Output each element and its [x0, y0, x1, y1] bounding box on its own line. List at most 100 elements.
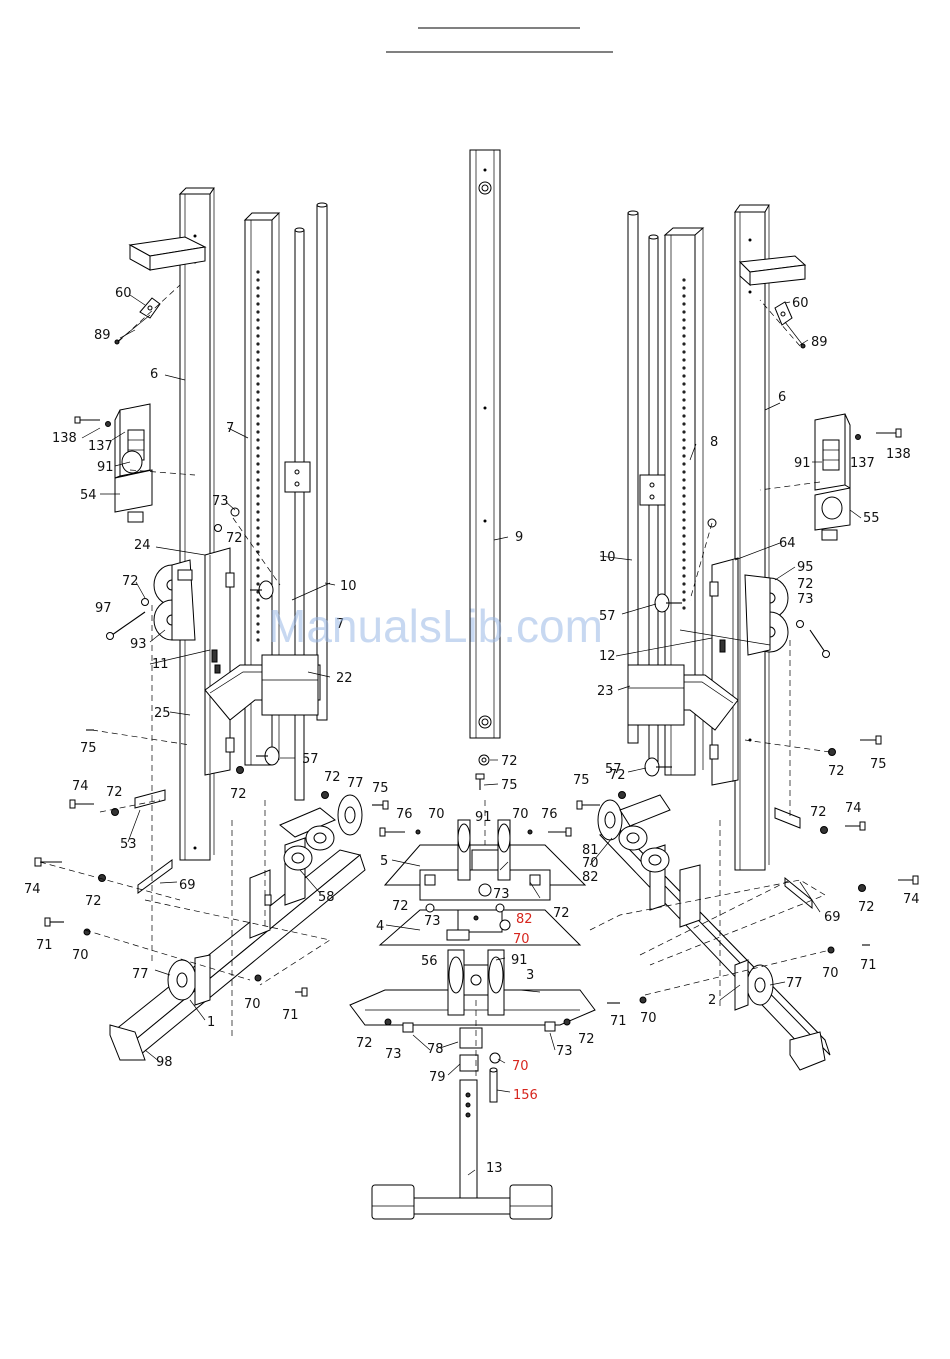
adjustment-hole [682, 358, 686, 362]
adjustment-hole [682, 486, 686, 490]
part-label: 55 [863, 511, 880, 526]
part-label: 70 [244, 997, 261, 1012]
part-label: 22 [336, 671, 353, 686]
center-plate-part-4 [378, 903, 582, 946]
part-label: 72 [324, 770, 341, 785]
part-label: 91 [511, 953, 528, 968]
part-label: 72 [609, 768, 626, 783]
left-carriage-part-11 [204, 547, 321, 776]
part-label: 72 [106, 785, 123, 800]
part-label: 72 [85, 894, 102, 909]
adjustment-hole [256, 558, 260, 562]
part-label: 77 [347, 776, 364, 791]
left-pulley-bracket-part-60 [114, 297, 161, 345]
adjustment-hole [682, 278, 686, 282]
part-label: 74 [72, 779, 89, 794]
adjustment-hole [256, 462, 260, 466]
adjustment-hole [256, 350, 260, 354]
part-label: 71 [860, 958, 877, 973]
part-label: 74 [24, 882, 41, 897]
adjustment-hole [256, 382, 260, 386]
part-label: 24 [134, 538, 151, 553]
part-label: 25 [154, 706, 171, 721]
adjustment-hole [256, 494, 260, 498]
adjustment-hole [682, 534, 686, 538]
part-label: 73 [424, 914, 441, 929]
part-label: 91 [97, 460, 114, 475]
adjustment-hole [256, 278, 260, 282]
part-label: 3 [526, 968, 534, 983]
part-label: 75 [372, 781, 389, 796]
part-label: 75 [501, 778, 518, 793]
left-assembly-guides [39, 284, 331, 1040]
part-label: 5 [380, 854, 388, 869]
part-label: 75 [573, 773, 590, 788]
part-label: 56 [421, 954, 438, 969]
part-label: 95 [797, 560, 814, 575]
part-label: 70 [513, 932, 530, 947]
part-label: 72 [810, 805, 827, 820]
part-label: 13 [486, 1161, 503, 1176]
adjustment-hole [682, 526, 686, 530]
adjustment-hole [256, 430, 260, 434]
right-base-frame-part-2 [597, 794, 831, 1071]
adjustment-hole [682, 446, 686, 450]
center-pulley-frame-part-3 [349, 949, 596, 1033]
part-label: 72 [122, 574, 139, 589]
left-guide-rods-part-10 [284, 202, 328, 801]
part-label: 72 [356, 1036, 373, 1051]
right-pulley-bracket-part-60 [774, 301, 806, 349]
part-label: 9 [515, 530, 523, 545]
part-label: 137 [850, 456, 875, 471]
part-label: 8 [710, 435, 718, 450]
center-pulley-plate-part-5 [383, 819, 587, 901]
center-fasteners-top [379, 754, 572, 837]
part-label: 138 [52, 431, 77, 446]
adjustment-hole [682, 294, 686, 298]
adjustment-hole [682, 510, 686, 514]
adjustment-hole [256, 302, 260, 306]
adjustment-hole [256, 310, 260, 314]
part-label: 78 [427, 1042, 444, 1057]
adjustment-hole [682, 518, 686, 522]
left-handle-assembly-part-54 [74, 403, 153, 523]
part-label: 72 [858, 900, 875, 915]
part-label: 70 [72, 948, 89, 963]
part-label: 6 [778, 390, 786, 405]
adjustment-hole [256, 582, 260, 586]
part-label: 73 [385, 1047, 402, 1062]
part-label: 82 [582, 870, 599, 885]
adjustment-hole [256, 286, 260, 290]
adjustment-hole [682, 406, 686, 410]
adjustment-hole [256, 294, 260, 298]
part-label: 7 [226, 421, 234, 436]
adjustment-hole [256, 334, 260, 338]
adjustment-hole [682, 590, 686, 594]
left-pulley-block-part-93 [106, 559, 196, 641]
right-fasteners [576, 518, 919, 1004]
part-label: 57 [605, 762, 622, 777]
adjustment-hole [256, 486, 260, 490]
adjustment-hole [682, 318, 686, 322]
adjustment-hole [682, 398, 686, 402]
adjustment-hole [256, 606, 260, 610]
adjustment-hole [682, 582, 686, 586]
adjustment-hole [256, 638, 260, 642]
adjustment-hole [256, 510, 260, 514]
part-label: 6 [150, 367, 158, 382]
adjustment-hole [682, 310, 686, 314]
part-label: 71 [282, 1008, 299, 1023]
part-label: 72 [501, 754, 518, 769]
part-label: 70 [512, 1059, 529, 1074]
adjustment-hole [682, 366, 686, 370]
part-label: 71 [36, 938, 53, 953]
adjustment-hole [682, 566, 686, 570]
part-label: 64 [779, 536, 796, 551]
adjustment-hole [682, 302, 686, 306]
part-label: 71 [610, 1014, 627, 1029]
left-base-frame-part-1 [109, 837, 366, 1061]
part-label: 82 [516, 912, 533, 927]
center-lower-parts-78-79-156 [459, 1027, 501, 1103]
adjustment-hole [682, 382, 686, 386]
adjustment-hole [256, 598, 260, 602]
